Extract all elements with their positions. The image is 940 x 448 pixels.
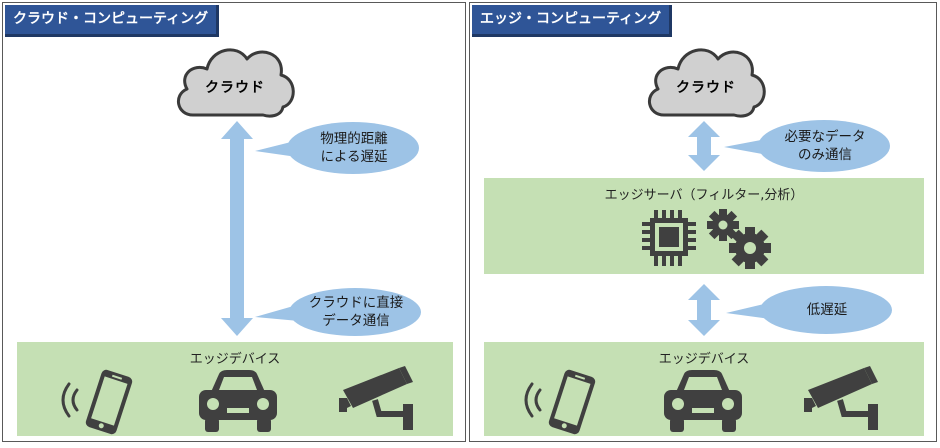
cloud-computing-panel: クラウド・コンピューティング クラウド 物理的距離 による遅延 クラウドに直接 … [2, 2, 466, 442]
cloud-icon: クラウド [642, 37, 770, 121]
double-arrow-icon [688, 284, 720, 336]
direct-communication-callout-text: クラウドに直接 データ通信 [308, 294, 404, 329]
cloud-label: クラウド [676, 80, 736, 96]
necessary-data-callout-text: 必要なデータ のみ通信 [784, 128, 866, 163]
necessary-data-callout: 必要なデータ のみ通信 [724, 119, 892, 173]
edge-computing-panel: エッジ・コンピューティング クラウド 必要なデータ のみ通信 エッジサーバ（フィ… [469, 2, 937, 442]
double-arrow-icon [221, 121, 253, 336]
smartphone-icon [61, 369, 133, 435]
cpu-chip-icon [642, 210, 696, 266]
security-camera-icon [804, 366, 878, 430]
double-arrow-icon [688, 121, 720, 171]
cloud-label: クラウド [205, 80, 265, 96]
security-camera-icon [339, 366, 413, 430]
edge-device-label: エッジデバイス [189, 352, 281, 367]
smartphone-icon [524, 369, 596, 435]
latency-callout: 物理的距離 による遅延 [255, 121, 421, 175]
low-latency-callout: 低遅延 [726, 285, 894, 335]
latency-callout-text: 物理的距離 による遅延 [320, 130, 388, 165]
edge-device-area: エッジデバイス [484, 342, 924, 436]
car-icon [664, 370, 742, 432]
edge-server-label: エッジサーバ（フィルター,分析） [604, 188, 804, 203]
edge-device-label: エッジデバイス [658, 352, 750, 367]
cloud-icon: クラウド [171, 37, 299, 121]
gear-icon [729, 227, 771, 269]
edge-server-area: エッジサーバ（フィルター,分析） [484, 178, 924, 274]
low-latency-callout-text: 低遅延 [806, 301, 848, 318]
car-icon [199, 370, 277, 432]
edge-computing-title: エッジ・コンピューティング [472, 5, 673, 37]
direct-communication-callout: クラウドに直接 データ通信 [255, 287, 423, 337]
cloud-computing-title: クラウド・コンピューティング [5, 5, 220, 37]
edge-device-area: エッジデバイス [17, 342, 453, 436]
